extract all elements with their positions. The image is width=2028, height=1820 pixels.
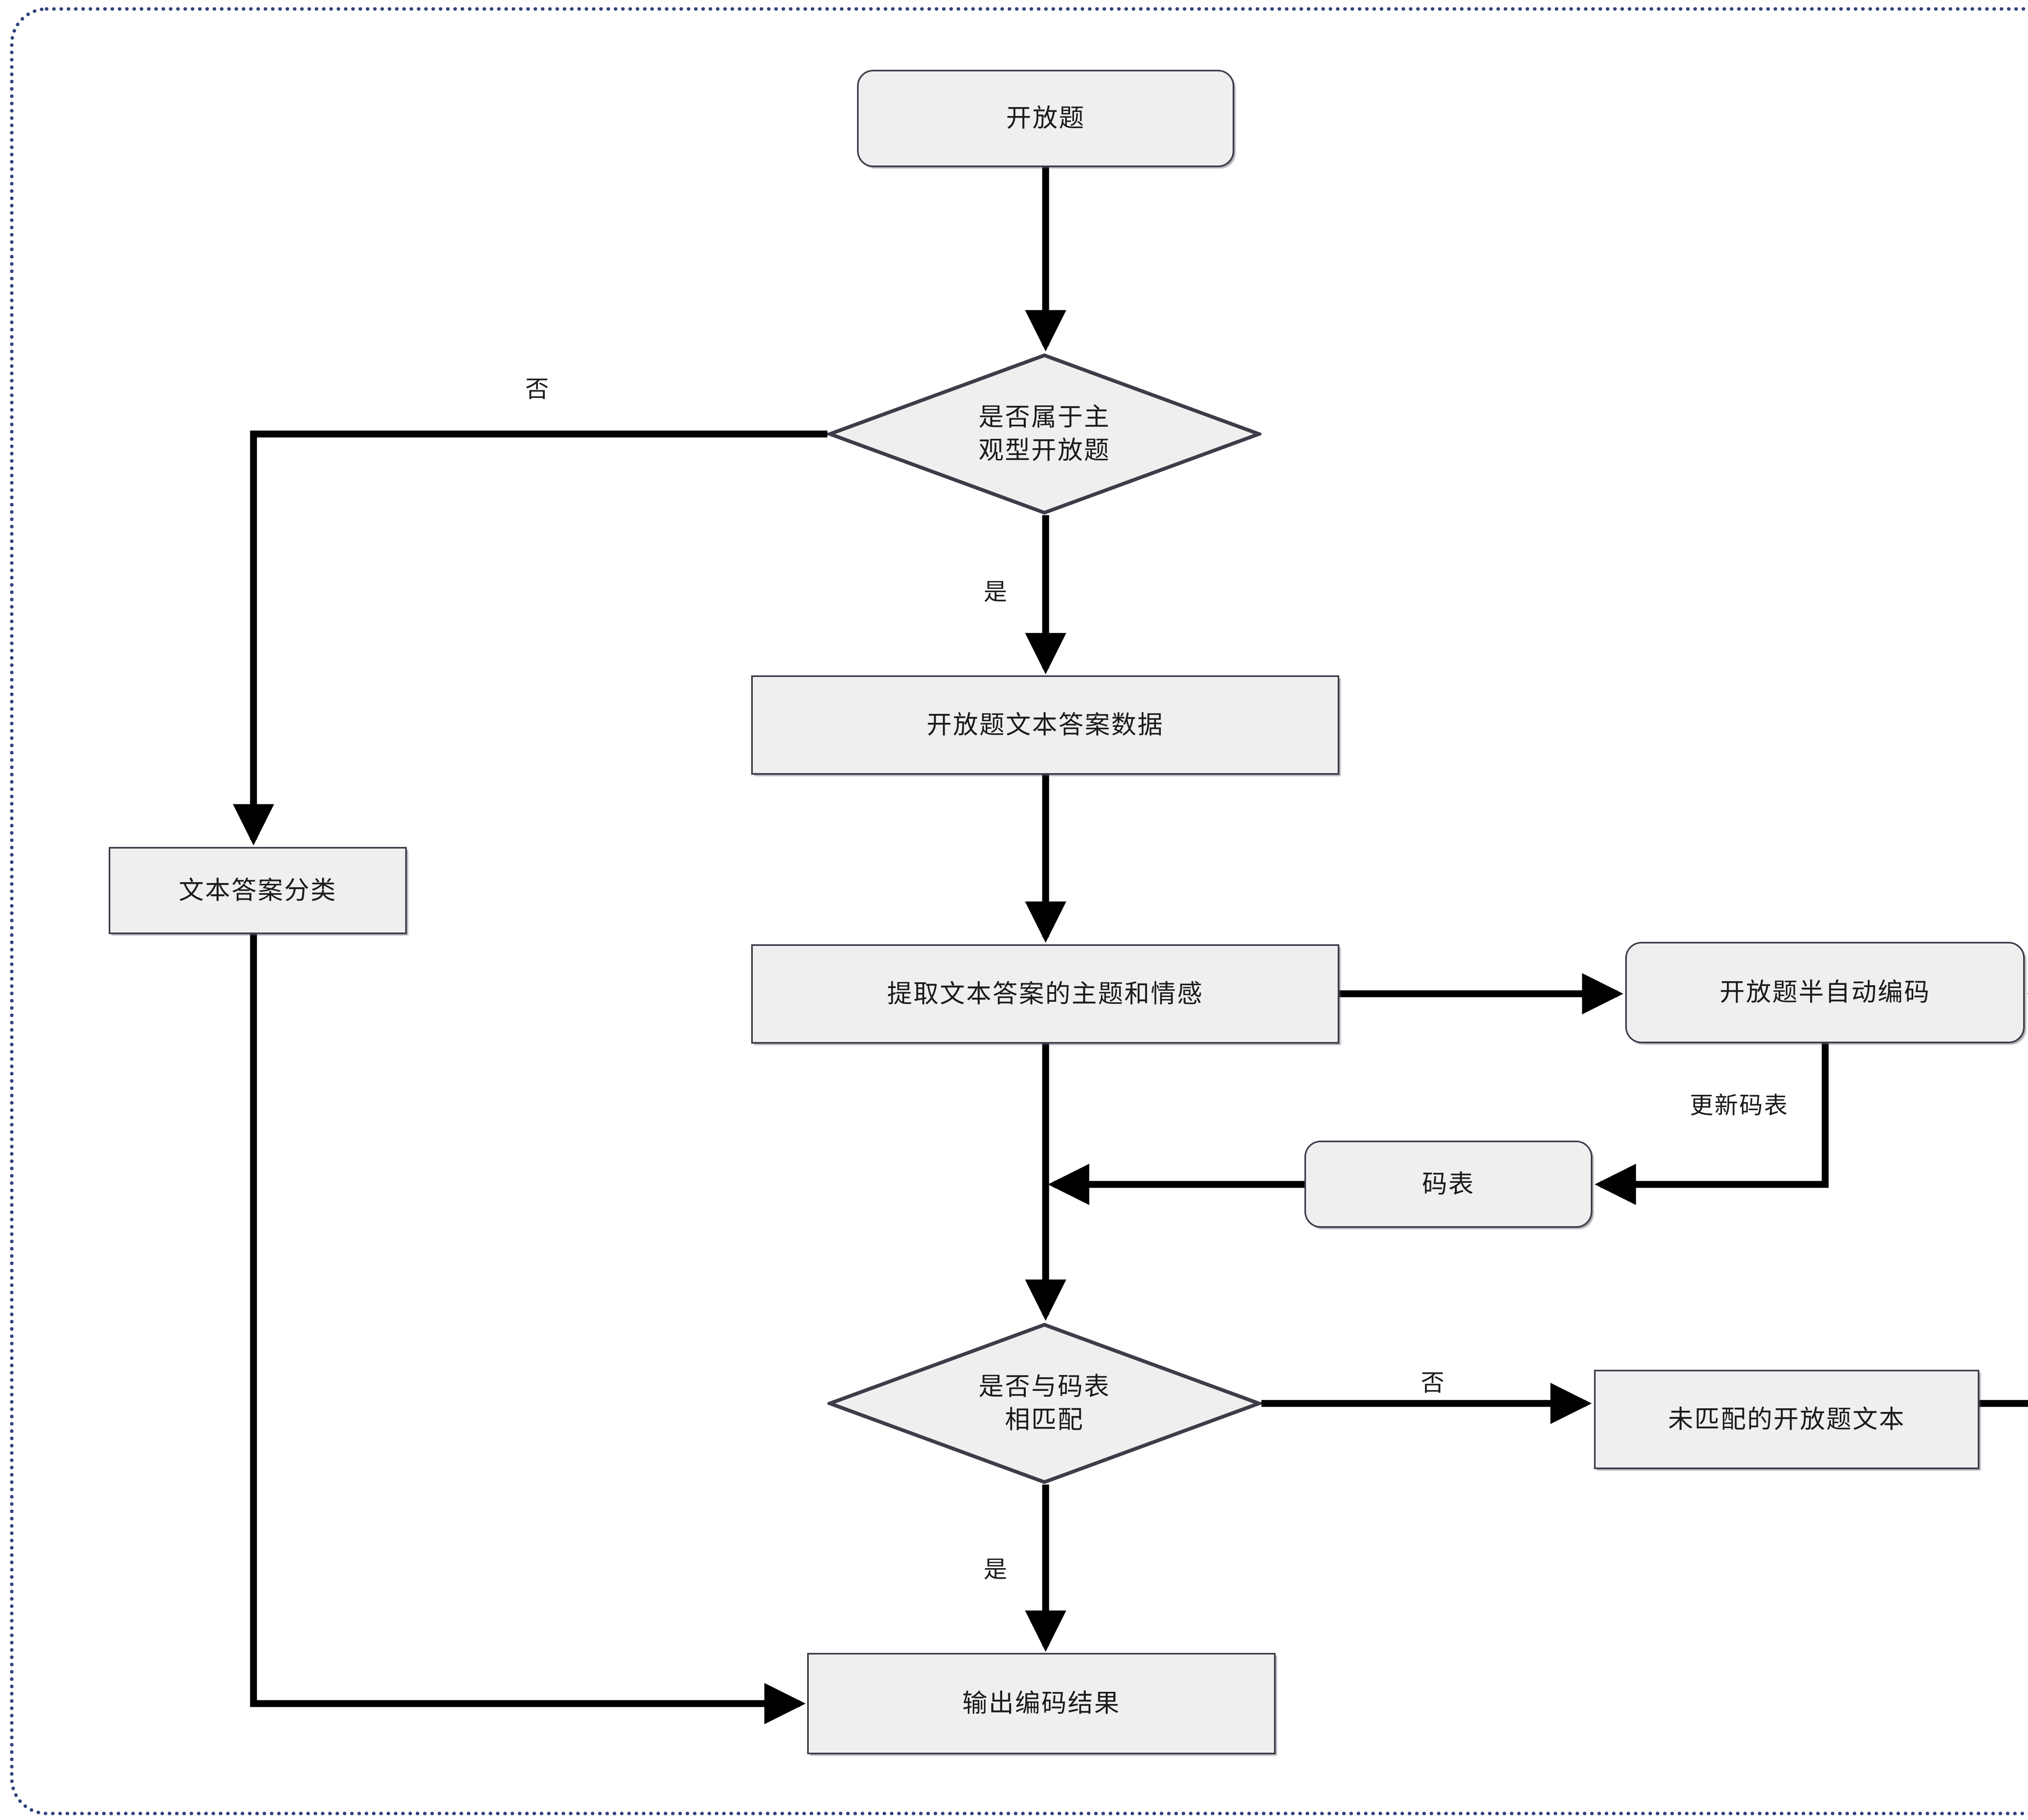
node-output-coding-result[interactable]: 输出编码结果 [807, 1653, 1276, 1754]
edge-label-yes-2: 是 [984, 1556, 1009, 1583]
edge-classify-output [250, 934, 806, 1724]
edge-decision1-classify [233, 430, 827, 846]
node-unmatched-open-text-label: 未匹配的开放题文本 [1668, 1405, 1906, 1433]
node-text-answer-classification-label: 文本答案分类 [178, 876, 337, 905]
node-output-coding-result-label: 输出编码结果 [962, 1689, 1121, 1718]
node-unmatched-open-text[interactable]: 未匹配的开放题文本 [1594, 1370, 1979, 1469]
node-extract-theme-sentiment[interactable]: 提取文本答案的主题和情感 [751, 944, 1339, 1044]
edge-label-yes-1: 是 [984, 579, 1009, 605]
node-semi-automatic-coding-label: 开放题半自动编码 [1719, 978, 1931, 1007]
node-text-answer-classification[interactable]: 文本答案分类 [109, 847, 407, 934]
edge-unmatched-semiauto [1979, 973, 2028, 1407]
edge-semiauto-codetable [1594, 1043, 1829, 1205]
edge-label-update-code-table: 更新码表 [1690, 1092, 1789, 1119]
node-open-text-answer-data-label: 开放题文本答案数据 [926, 711, 1164, 739]
node-start[interactable]: 开放题 [857, 70, 1234, 167]
node-semi-automatic-coding[interactable]: 开放题半自动编码 [1625, 942, 2025, 1043]
node-code-table[interactable]: 码表 [1304, 1141, 1592, 1228]
edge-label-no-2: 否 [1421, 1370, 1446, 1396]
edge-label-no-1: 否 [525, 376, 550, 402]
node-extract-theme-sentiment-label: 提取文本答案的主题和情感 [887, 980, 1203, 1008]
node-code-table-label: 码表 [1422, 1170, 1475, 1198]
node-open-text-answer-data[interactable]: 开放题文本答案数据 [751, 675, 1339, 775]
node-start-label: 开放题 [1006, 104, 1085, 133]
